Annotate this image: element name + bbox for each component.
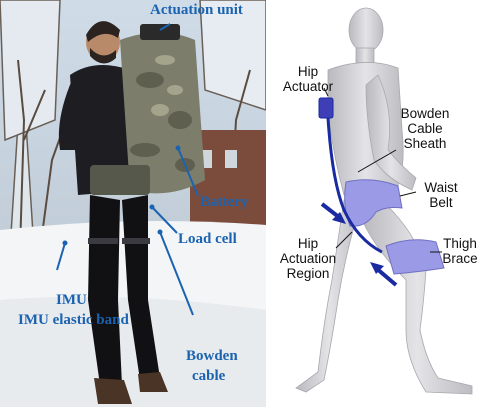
label-load-cell: Load cell xyxy=(178,231,237,248)
label-bowden-cable-sheath: Bowden Cable Sheath xyxy=(390,106,460,151)
label-actuation-unit: Actuation unit xyxy=(150,2,243,19)
label-imu-elastic-band: IMU elastic band xyxy=(18,312,129,329)
label-imu: IMU xyxy=(56,292,87,309)
label-hip-actuation-region: Hip Actuation Region xyxy=(270,236,346,281)
label-thigh-brace: Thigh Brace xyxy=(438,236,482,266)
label-cable: cable xyxy=(192,368,225,385)
label-waist-belt: Waist Belt xyxy=(416,180,466,210)
label-bowden: Bowden xyxy=(186,348,238,365)
label-battery: Battery xyxy=(200,194,248,211)
label-hip-actuator: Hip Actuator xyxy=(272,64,344,94)
exosuit-photo: Actuation unit Battery Load cell IMU IMU… xyxy=(0,0,266,407)
exosuit-render: Hip Actuator Bowden Cable Sheath Waist B… xyxy=(266,0,482,407)
